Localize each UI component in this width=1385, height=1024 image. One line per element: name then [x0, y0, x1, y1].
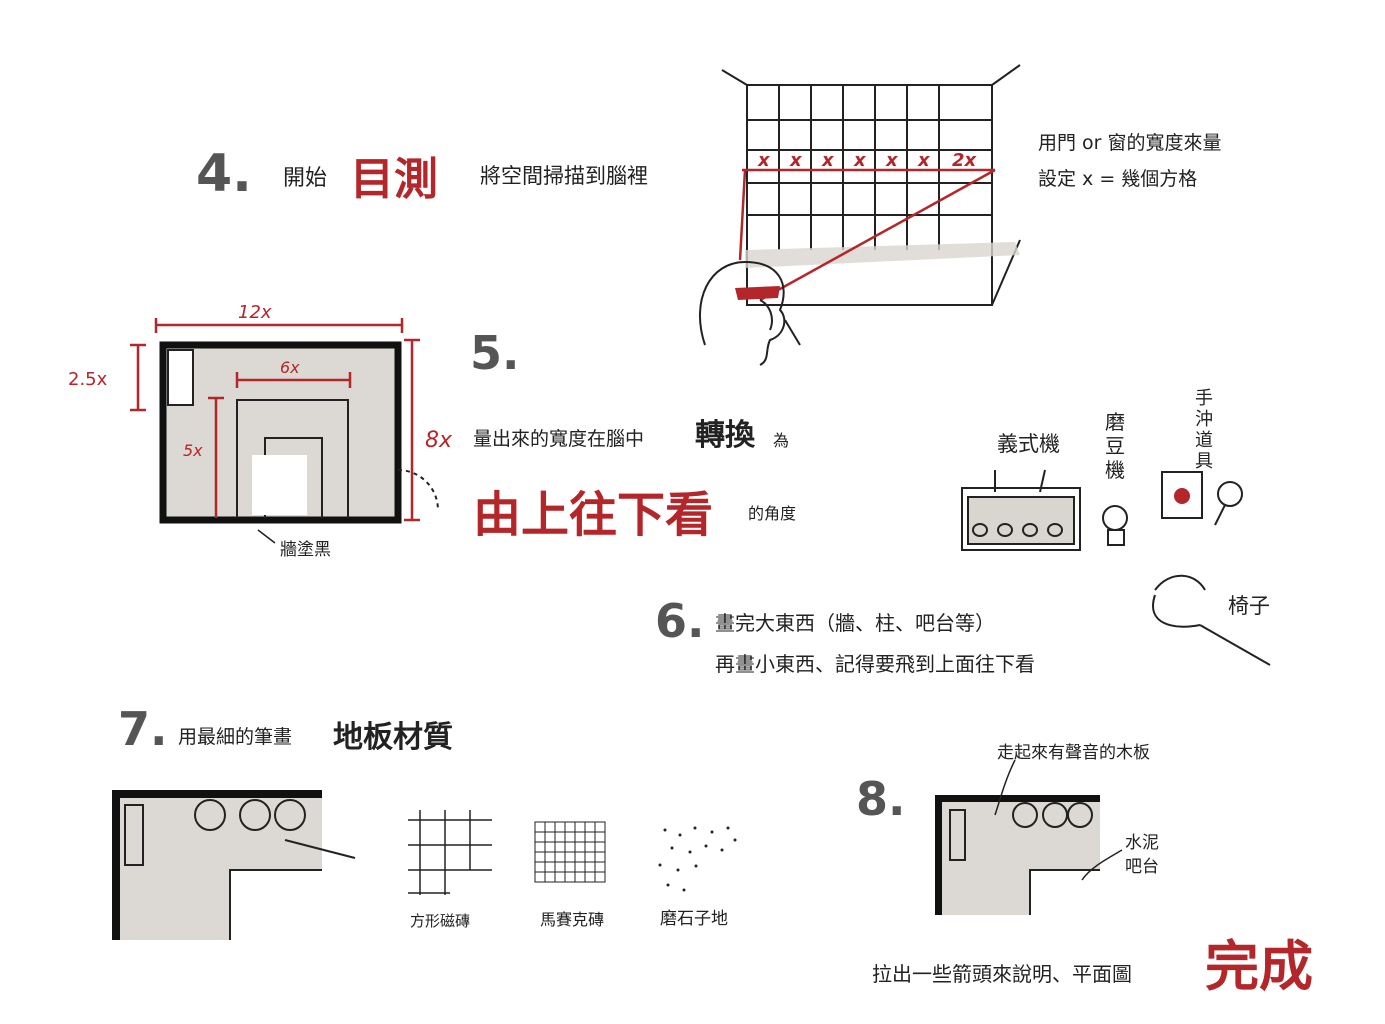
step4-note-line1: 用門 or 窗的寬度來量 — [1038, 132, 1222, 154]
material-square-tile: 方形磁磚 — [410, 912, 471, 930]
step5-line1-bold: 轉換 — [695, 418, 755, 453]
material-terrazzo: 磨石子地 — [660, 909, 728, 929]
step5-line1-pre: 量出來的寬度在腦中 — [473, 428, 645, 450]
step8-note-bar-line1: 水泥 — [1125, 833, 1159, 853]
grinder-label: 磨豆機 — [1105, 410, 1125, 482]
step4-note-line2: 設定 x = 幾個方格 — [1038, 168, 1198, 190]
step6-line2: 再畫小東西、記得要飛到上面往下看 — [715, 652, 1035, 676]
step7-pre-text: 用最細的筆畫 — [178, 726, 293, 748]
grid-label-2x: 2x — [952, 150, 977, 171]
step5-number: 5. — [470, 326, 520, 380]
step5-line1-post: 為 — [773, 431, 790, 450]
dim-width-label: 12x — [238, 302, 272, 323]
espresso-label: 義式機 — [997, 432, 1060, 456]
step4-highlight: 目測 — [350, 154, 438, 205]
step8-note-bar-line2: 吧台 — [1125, 857, 1159, 877]
step5-line2-big: 由上往下看 — [473, 487, 714, 543]
dim-inner-width-label: 6x — [280, 358, 300, 377]
step6-line1: 畫完大東西（牆、柱、吧台等） — [715, 611, 995, 635]
step8-footer-text: 拉出一些箭頭來說明、平面圖 — [872, 962, 1132, 986]
dim-height-label: 8x — [425, 428, 453, 453]
material-mosaic: 馬賽克磚 — [540, 910, 605, 929]
step4-number: 4. — [196, 144, 252, 204]
grid-label-x4: x — [854, 150, 866, 171]
step4-pre-text: 開始 — [283, 166, 328, 191]
step7-bold-text: 地板材質 — [333, 720, 453, 755]
chair-label: 椅子 — [1228, 594, 1270, 618]
grid-label-x5: x — [886, 150, 898, 171]
step7-number: 7. — [118, 702, 168, 756]
step8-note-wood: 走起來有聲音的木板 — [997, 743, 1150, 763]
step5-line2-post: 的角度 — [748, 504, 797, 523]
grid-label-x2: x — [790, 150, 802, 171]
dim-side-label: 2.5x — [68, 369, 108, 390]
grid-label-x6: x — [918, 150, 930, 171]
dim-inner-height-label: 5x — [183, 441, 203, 460]
step8-footer-big: 完成 — [1205, 935, 1313, 998]
step8-number: 8. — [856, 772, 906, 826]
pourover-label: 手沖道具 — [1195, 388, 1213, 472]
step4-post-text: 將空間掃描到腦裡 — [480, 164, 648, 188]
step6-number: 6. — [655, 594, 705, 648]
grid-label-x3: x — [822, 150, 834, 171]
wall-note: 牆塗黑 — [280, 540, 331, 560]
grid-label-x1: x — [758, 150, 770, 171]
